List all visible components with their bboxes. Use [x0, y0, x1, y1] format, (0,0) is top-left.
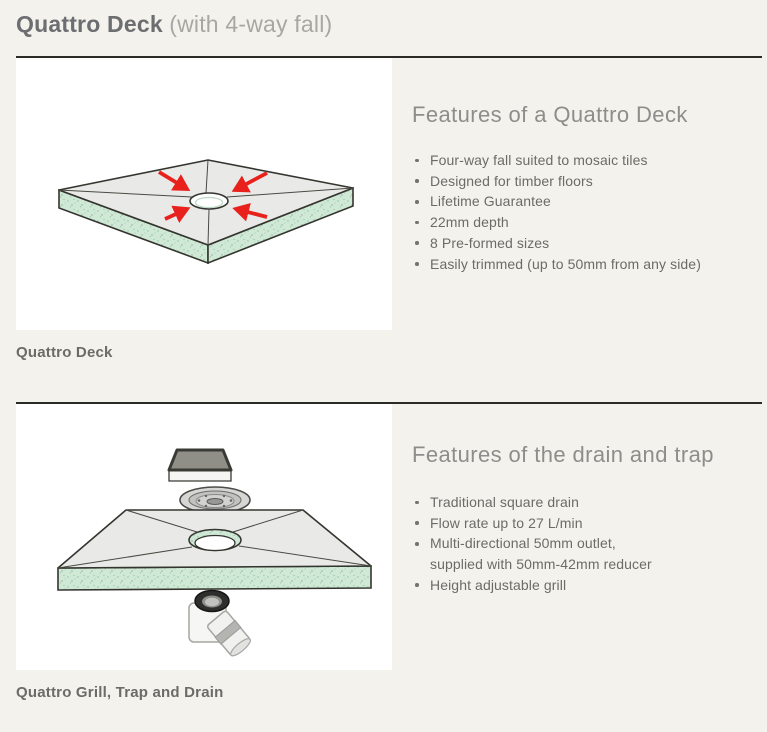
page-title: Quattro Deck (with 4-way fall) [16, 9, 751, 40]
section-drain-and-trap: Quattro Grill, Trap and Drain Features o… [0, 404, 767, 702]
drain-features-list: Traditional square drain Flow rate up to… [412, 492, 757, 596]
drain-features-column: Features of the drain and trap Tradition… [412, 404, 757, 596]
deck-drain-hole-inner [194, 196, 224, 209]
section-quattro-deck: Quattro Deck Features of a Quattro Deck … [0, 58, 767, 362]
feature-bullet: Lifetime Guarantee [412, 191, 757, 212]
section-divider [16, 402, 762, 404]
page-title-product: Quattro Deck [16, 11, 163, 37]
feature-bullet: Easily trimmed (up to 50mm from any side… [412, 254, 757, 275]
page-header: Quattro Deck (with 4-way fall) [0, 0, 767, 40]
quattro-grill-trap-drain-illustration [57, 448, 372, 657]
page-title-variant: (with 4-way fall) [169, 11, 333, 37]
drain-figure-box [16, 404, 392, 670]
deck-figure-box [16, 58, 392, 330]
flow-direction-arrow-icons [158, 170, 268, 223]
feature-bullet: 8 Pre-formed sizes [412, 233, 757, 254]
deck-fall-fold-lines [58, 159, 354, 246]
feature-bullet: Traditional square drain [412, 492, 757, 513]
panel-drain-hole [194, 534, 236, 552]
deck-foam-sides [58, 186, 354, 265]
quattro-deck-illustration [58, 159, 354, 265]
top-divider [16, 56, 762, 58]
drain-trap [188, 589, 252, 657]
feature-bullet: Four-way fall suited to mosaic tiles [412, 150, 757, 171]
drain-figure-caption: Quattro Grill, Trap and Drain [16, 684, 224, 701]
feature-bullet: 22mm depth [412, 212, 757, 233]
deck-features-list: Four-way fall suited to mosaic tiles Des… [412, 150, 757, 274]
deck-panel [57, 509, 372, 591]
square-grill [167, 448, 233, 482]
feature-bullet: Multi-directional 50mm outlet, supplied … [412, 533, 757, 574]
figure-column-deck: Quattro Deck [16, 58, 392, 362]
deck-features-column: Features of a Quattro Deck Four-way fall… [412, 58, 757, 274]
feature-bullet: Designed for timber floors [412, 171, 757, 192]
deck-features-heading: Features of a Quattro Deck [412, 102, 688, 127]
feature-bullet: Flow rate up to 27 L/min [412, 513, 757, 534]
figure-column-drain: Quattro Grill, Trap and Drain [16, 404, 392, 702]
drain-features-heading: Features of the drain and trap [412, 442, 714, 467]
feature-bullet: Height adjustable grill [412, 575, 757, 596]
deck-figure-caption: Quattro Deck [16, 344, 113, 361]
